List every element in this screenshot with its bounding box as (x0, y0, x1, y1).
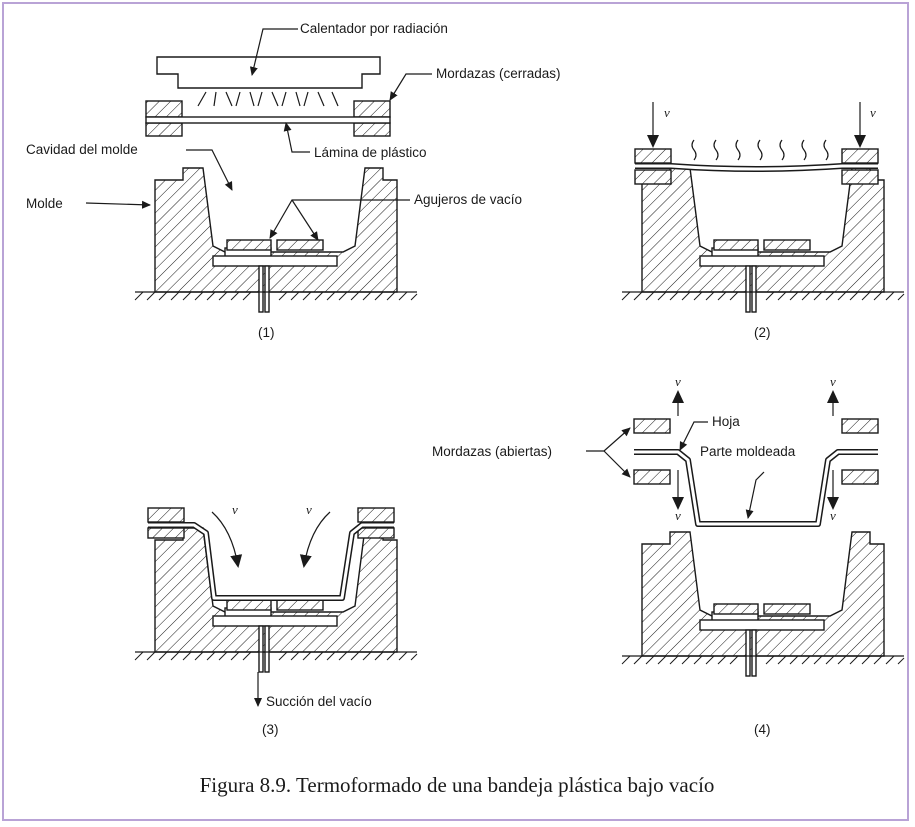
clamp-right-bottom (841, 469, 879, 485)
label-mold-cavity: Cavidad del molde (26, 142, 138, 157)
label-plastic-sheet: Lámina de plástico (314, 145, 427, 160)
step-label-3: (3) (262, 722, 279, 737)
molded-part (634, 449, 878, 527)
heat-waves (691, 139, 829, 161)
velocity-label: v (675, 508, 681, 523)
clamp-right-bottom (841, 169, 879, 185)
panel-3: v v Succión del vacío (3) (134, 502, 418, 737)
clamp-left-bottom (145, 122, 183, 137)
label-mold: Molde (26, 196, 63, 211)
clamp-left-bottom (634, 169, 672, 185)
clamp-left-top (633, 418, 671, 434)
figure-caption: Figura 8.9. Termoformado de una bandeja … (200, 773, 715, 797)
step-label-2: (2) (754, 325, 771, 340)
velocity-label: v (664, 105, 670, 120)
label-molded-part: Parte moldeada (700, 444, 796, 459)
panel-4: v v v v Mordazas (abiertas) Hoja Parte m… (432, 374, 905, 737)
step-label-4: (4) (754, 722, 771, 737)
clamp-right-top (841, 418, 879, 434)
clamp-right-bottom (353, 122, 391, 137)
radiant-heater (156, 56, 381, 89)
radiation-lines (197, 91, 339, 107)
label-clamps-closed: Mordazas (cerradas) (436, 66, 561, 81)
clamp-right-bottom (357, 527, 395, 539)
clamp-left-top (147, 507, 185, 523)
velocity-label: v (830, 374, 836, 389)
label-heater: Calentador por radiación (300, 21, 448, 36)
clamp-left-bottom (633, 469, 671, 485)
panel-2: v v (2) (621, 102, 905, 340)
label-sheet: Hoja (712, 414, 740, 429)
clamp-left-top (634, 148, 672, 164)
clamp-right-top (353, 100, 391, 118)
clamp-right-top (841, 148, 879, 164)
pull-arrow-icon (211, 511, 243, 568)
clamp-left-bottom (147, 527, 185, 539)
label-vacuum-holes: Agujeros de vacío (414, 192, 522, 207)
label-clamps-open: Mordazas (abiertas) (432, 444, 552, 459)
velocity-label: v (675, 374, 681, 389)
velocity-label: v (830, 508, 836, 523)
step-label-1: (1) (258, 325, 275, 340)
clamp-right-top (357, 507, 395, 523)
velocity-label: v (306, 502, 312, 517)
panel-1: Calentador por radiación Mordazas (cerra… (26, 21, 561, 340)
pull-arrow-icon (299, 511, 331, 568)
label-vacuum-suction: Succión del vacío (266, 694, 372, 709)
clamp-left-top (145, 100, 183, 118)
plastic-sheet (145, 116, 391, 124)
velocity-label: v (870, 105, 876, 120)
velocity-label: v (232, 502, 238, 517)
